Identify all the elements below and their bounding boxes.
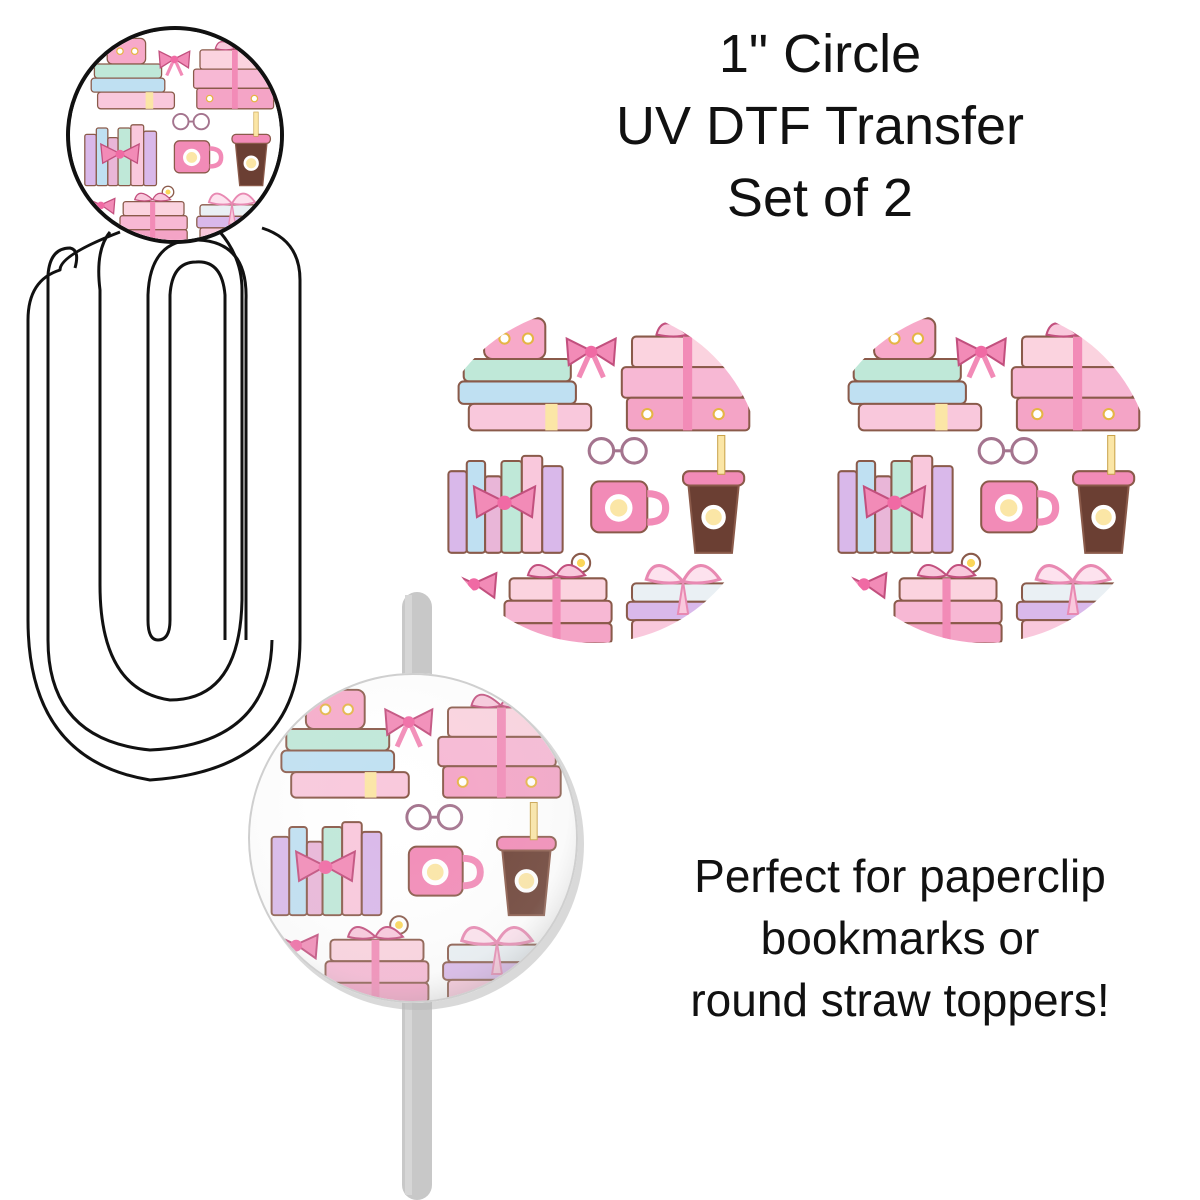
title-line-3: Set of 2 [726,168,914,228]
caption-line-1: Perfect for paperclip [694,850,1106,902]
usage-caption: Perfect for paperclip bookmarks or round… [630,845,1170,1031]
caption-line-3: round straw toppers! [690,974,1110,1026]
paperclip-icon [26,226,302,782]
caption-line-2: bookmarks or [760,912,1040,964]
straw-topper [248,673,584,1010]
sticker-circle-1 [427,307,763,643]
title-line-2: UV DTF Transfer [615,96,1025,156]
sticker-circle-2 [817,307,1153,643]
title-line-1: 1" Circle [718,24,922,84]
product-title: 1" Circle UV DTF Transfer Set of 2 [560,18,1080,234]
paperclip-circle-sticker [66,26,284,244]
